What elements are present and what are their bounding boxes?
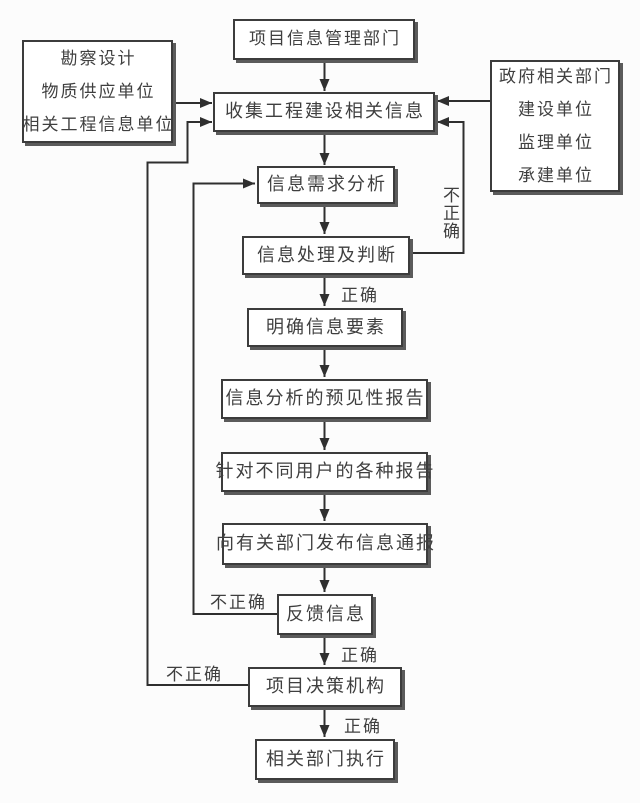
edge-process-judge-incorrect-to-collect [410, 117, 465, 254]
node-publish-notice: 向有关部门发布信息通报 [216, 523, 434, 565]
node-right-sources: 政府相关部门 建设单位 监理单位 承建单位 [490, 60, 620, 192]
node-line: 建设单位 [518, 100, 594, 119]
node-label: 明确信息要素 [266, 316, 386, 337]
node-execute: 相关部门执行 [255, 739, 395, 780]
node-user-reports: 针对不同用户的各种报告 [216, 452, 434, 492]
node-label: 信息需求分析 [267, 174, 387, 195]
label-incorrect-decision-body: 不正确 [166, 665, 223, 684]
node-clarify-elements: 明确信息要素 [247, 308, 403, 347]
node-label: 向有关部门发布信息通报 [216, 533, 436, 554]
label-incorrect-feedback: 不正确 [210, 593, 267, 612]
node-line: 物质供应单位 [41, 82, 156, 101]
node-line: 监理单位 [518, 133, 594, 152]
node-process-judge: 信息处理及判断 [242, 236, 410, 275]
node-left-sources: 勘察设计 物质供应单位 相关工程信息单位 [22, 40, 173, 143]
node-label: 信息处理及判断 [257, 244, 397, 265]
node-label: 反馈信息 [286, 603, 366, 624]
node-label: 项目决策机构 [266, 676, 386, 697]
edge-feedback-incorrect-to-demand-analysis [192, 178, 277, 615]
node-decision-body: 项目决策机构 [248, 667, 402, 707]
label-incorrect-process-judge: 不正确 [440, 186, 459, 240]
node-label: 针对不同用户的各种报告 [215, 461, 436, 482]
label-correct-process-judge: 正确 [341, 286, 379, 305]
node-line: 勘察设计 [60, 49, 137, 68]
node-label: 信息分析的预见性报告 [225, 388, 426, 409]
node-line: 承建单位 [518, 166, 594, 185]
node-line: 相关工程信息单位 [22, 115, 175, 134]
node-forecast-report: 信息分析的预见性报告 [221, 379, 428, 419]
edge-decision-body-incorrect-to-collect [146, 117, 248, 686]
label-correct-feedback: 正确 [341, 646, 379, 665]
node-label: 收集工程建设相关信息 [225, 101, 425, 122]
node-feedback: 反馈信息 [277, 594, 373, 635]
node-project-info-dept: 项目信息管理部门 [233, 19, 415, 60]
node-label: 项目信息管理部门 [249, 29, 401, 49]
node-collect-info: 收集工程建设相关信息 [213, 92, 435, 132]
node-demand-analysis: 信息需求分析 [257, 166, 395, 204]
label-correct-decision-body: 正确 [344, 717, 382, 736]
node-label: 相关部门执行 [266, 748, 386, 769]
node-line: 政府相关部门 [499, 67, 613, 86]
